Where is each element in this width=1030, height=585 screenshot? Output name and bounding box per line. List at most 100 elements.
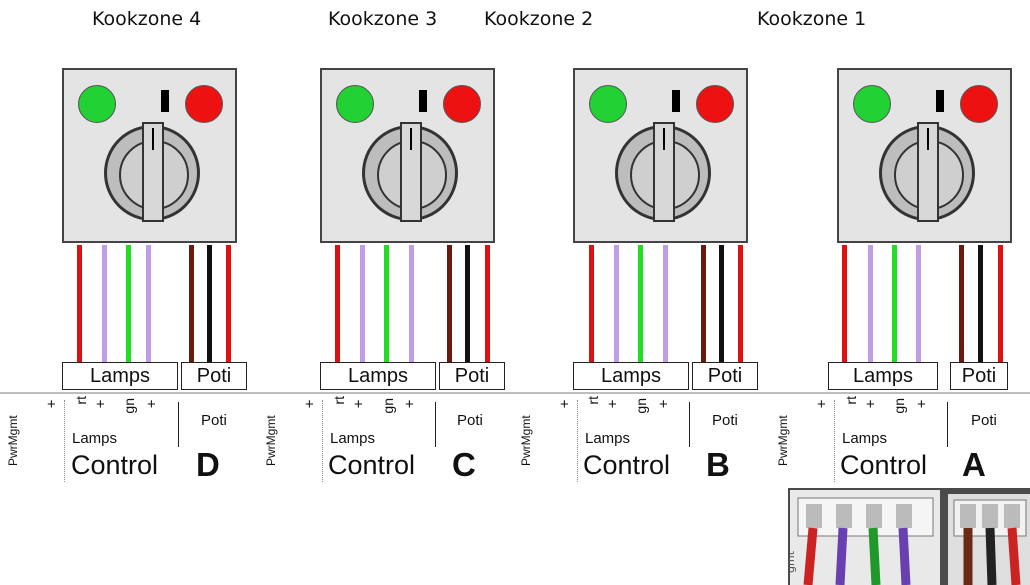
wire-lamp-plus bbox=[360, 245, 365, 363]
control-label: Control bbox=[328, 450, 416, 480]
wire-poti-3 bbox=[738, 245, 743, 363]
wire-rt bbox=[842, 245, 847, 363]
plus-label: + bbox=[96, 396, 105, 413]
knob-handle[interactable] bbox=[400, 122, 422, 222]
control-label: Control bbox=[583, 450, 671, 480]
plus-label: + bbox=[817, 396, 826, 413]
wire-rt bbox=[335, 245, 340, 363]
wire-lamp-plus bbox=[868, 245, 873, 363]
control-knob-device bbox=[320, 68, 495, 243]
poti-connector: Poti bbox=[181, 362, 247, 390]
wire-poti-1 bbox=[959, 245, 964, 363]
control-label: Control bbox=[840, 450, 928, 480]
poti-small-label: Poti bbox=[457, 412, 483, 429]
green-led-icon bbox=[853, 85, 891, 123]
zone-1-module: Lamps Poti bbox=[772, 0, 1030, 400]
rt-label: rt bbox=[331, 396, 347, 405]
connector-photo: gmt bbox=[788, 488, 1030, 585]
wire-lamp-plus-2 bbox=[663, 245, 668, 363]
red-led-icon bbox=[185, 85, 223, 123]
knob-handle[interactable] bbox=[653, 122, 675, 222]
zone-title-1: Kookzone 1 bbox=[757, 8, 867, 30]
control-knob-device bbox=[837, 68, 1012, 243]
poti-connector: Poti bbox=[692, 362, 758, 390]
wire-lamp-plus-2 bbox=[916, 245, 921, 363]
zone-title-4: Kookzone 4 bbox=[92, 8, 202, 30]
zone-title-2: Kookzone 2 bbox=[484, 8, 594, 30]
control-letter: A bbox=[962, 446, 986, 483]
gn-label: gn bbox=[380, 398, 396, 414]
knob-handle[interactable] bbox=[142, 122, 164, 222]
control-knob-device bbox=[62, 68, 237, 243]
indicator-bar bbox=[161, 90, 169, 112]
control-label: Control bbox=[71, 450, 159, 480]
lamps-small-label: Lamps bbox=[330, 430, 376, 447]
wire-poti-3 bbox=[226, 245, 231, 363]
dotted-divider bbox=[577, 400, 578, 482]
poti-small-label: Poti bbox=[971, 412, 997, 429]
poti-connector: Poti bbox=[950, 362, 1008, 390]
wire-lamp-plus-2 bbox=[146, 245, 151, 363]
control-letter: D bbox=[196, 446, 220, 483]
plus-label: + bbox=[405, 396, 414, 413]
indicator-bar bbox=[419, 90, 427, 112]
lamps-connector: Lamps bbox=[828, 362, 938, 390]
pwrmgmt-label: PwrMgmt bbox=[264, 415, 278, 467]
wire-poti-1 bbox=[189, 245, 194, 363]
indicator-bar bbox=[936, 90, 944, 112]
wire-gn bbox=[892, 245, 897, 363]
photo-label: gmt bbox=[788, 550, 797, 573]
control-letter: B bbox=[706, 446, 730, 483]
red-led-icon bbox=[443, 85, 481, 123]
wire-rt bbox=[77, 245, 82, 363]
green-led-icon bbox=[78, 85, 116, 123]
plus-label: + bbox=[147, 396, 156, 413]
plus-label: + bbox=[560, 396, 569, 413]
rt-label: rt bbox=[585, 396, 601, 405]
pwrmgmt-label: PwrMgmt bbox=[776, 415, 790, 467]
plus-label: + bbox=[608, 396, 617, 413]
pwrmgmt-label: PwrMgmt bbox=[6, 415, 20, 467]
red-led-icon bbox=[696, 85, 734, 123]
wire-lamp-plus bbox=[102, 245, 107, 363]
red-led-icon bbox=[960, 85, 998, 123]
gn-label: gn bbox=[121, 398, 137, 414]
wire-gn bbox=[384, 245, 389, 363]
wire-gn bbox=[638, 245, 643, 363]
control-knob-device bbox=[573, 68, 748, 243]
dotted-divider bbox=[322, 400, 323, 482]
dotted-divider bbox=[64, 400, 65, 482]
wire-poti-1 bbox=[447, 245, 452, 363]
wire-poti-2 bbox=[465, 245, 470, 363]
plus-label: + bbox=[47, 396, 56, 413]
dotted-divider bbox=[834, 400, 835, 482]
zone-3-module: Lamps Poti bbox=[258, 0, 518, 400]
section-separator bbox=[689, 402, 690, 447]
rt-label: rt bbox=[843, 396, 859, 405]
gn-label: gn bbox=[633, 398, 649, 414]
poti-small-label: Poti bbox=[201, 412, 227, 429]
lamps-small-label: Lamps bbox=[585, 430, 631, 447]
poti-connector: Poti bbox=[439, 362, 505, 390]
wire-rt bbox=[589, 245, 594, 363]
strip-divider bbox=[0, 392, 1030, 394]
control-letter: C bbox=[452, 446, 476, 483]
wire-lamp-plus bbox=[614, 245, 619, 363]
knob-handle[interactable] bbox=[917, 122, 939, 222]
wire-lamp-plus-2 bbox=[409, 245, 414, 363]
lamps-small-label: Lamps bbox=[72, 430, 118, 447]
gn-label: gn bbox=[891, 398, 907, 414]
zone-2-module: Lamps Poti bbox=[511, 0, 771, 400]
wire-gn bbox=[126, 245, 131, 363]
zone-4-module: Lamps Poti bbox=[0, 0, 260, 400]
wire-poti-1 bbox=[701, 245, 706, 363]
wire-poti-2 bbox=[978, 245, 983, 363]
green-led-icon bbox=[589, 85, 627, 123]
wire-poti-2 bbox=[719, 245, 724, 363]
lamps-connector: Lamps bbox=[573, 362, 689, 390]
lamps-connector: Lamps bbox=[62, 362, 178, 390]
rt-label: rt bbox=[73, 396, 89, 405]
zone-title-3: Kookzone 3 bbox=[328, 8, 438, 30]
lamps-small-label: Lamps bbox=[842, 430, 888, 447]
plus-label: + bbox=[354, 396, 363, 413]
